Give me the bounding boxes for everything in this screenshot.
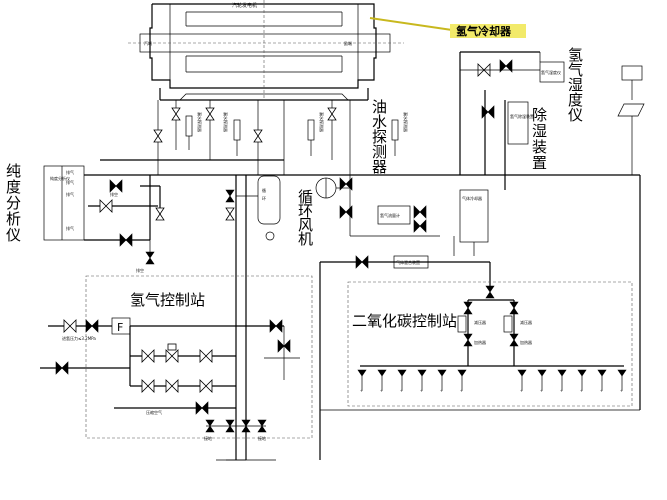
svg-text:+: + bbox=[460, 388, 463, 393]
hydrogen-control-station-label: 氢气控制站 bbox=[130, 291, 205, 309]
gas-cooler-label: 气体冷却器 bbox=[462, 195, 482, 201]
co2-control-station-label: 二氧化碳控制站 bbox=[352, 312, 457, 330]
dehumidifier-label: 除湿装置 bbox=[532, 106, 547, 172]
ground-label-1: 接地 bbox=[204, 435, 212, 441]
main-pipes bbox=[84, 51, 641, 410]
leak-detector-2-label: 漏水探测器 bbox=[223, 112, 229, 132]
circulating-fan-label: 循环风机 bbox=[298, 188, 313, 248]
svg-text:排气: 排气 bbox=[66, 169, 74, 175]
co2-bottle-valves: + + + + + + + + + + + + bbox=[357, 369, 627, 393]
hydrogen-cooler-highlight bbox=[450, 24, 526, 38]
heater-label-2: 加热器 bbox=[520, 339, 532, 345]
hydrogen-humidity-meter-label: 氢气湿度仪 bbox=[568, 46, 583, 124]
oil-water-detector-label: 油水探测器 bbox=[372, 98, 387, 176]
leak-detector-4: 漏水探测器 bbox=[391, 112, 409, 156]
leak-detector-3: 漏水探测器 bbox=[307, 112, 325, 156]
svg-text:排气: 排气 bbox=[66, 179, 74, 185]
svg-text:+: + bbox=[360, 388, 363, 393]
reducer-label-2: 减压器 bbox=[520, 319, 532, 325]
svg-text:循: 循 bbox=[262, 187, 266, 193]
generator: 汽轮发电机 汽端 励端 bbox=[128, 0, 404, 101]
gas-mixer-label: 气体混合装置 bbox=[396, 259, 420, 265]
svg-text:+: + bbox=[540, 388, 543, 393]
heater-label-1: 加热器 bbox=[474, 339, 486, 345]
leak-detector-1-label: 漏水探测器 bbox=[197, 112, 203, 132]
humidity-dehumidifier: 氢气湿度仪 氢气除湿装置 氢气湿度仪 除湿装置 bbox=[460, 46, 645, 175]
vent-label-2: 排空 bbox=[110, 191, 118, 197]
svg-text:+: + bbox=[620, 388, 623, 393]
circulating-fan: 循 环 循环风机 bbox=[225, 160, 440, 460]
drain-lines bbox=[153, 100, 351, 175]
pressure-note: 进氢压力≤3.2MPa bbox=[62, 335, 96, 341]
hydrogen-cooler-callout: 氢气冷却器 bbox=[369, 17, 526, 38]
svg-text:排气: 排气 bbox=[66, 225, 74, 231]
leak-detectors: 漏水探测器 漏水探测器 漏水探测器 漏水探测器 bbox=[185, 112, 409, 156]
hydrogen-flow-label: 氢气流量计 bbox=[380, 212, 400, 218]
generator-title: 汽轮发电机 bbox=[232, 2, 257, 9]
co2-control-station: 二氧化碳控制站 减压器 减压器 加热器 加热器 + + + + + + + + … bbox=[347, 281, 633, 407]
svg-text:+: + bbox=[440, 388, 443, 393]
svg-text:排气: 排气 bbox=[66, 191, 74, 197]
leak-detector-1: 漏水探测器 bbox=[185, 112, 203, 150]
svg-text:+: + bbox=[420, 388, 423, 393]
purity-analyzer: 纯度分析仪 纯度分析仪 排气 排气 排气 排气 排空 排空 bbox=[6, 162, 165, 273]
f-box-label: F bbox=[117, 321, 123, 334]
gas-cooler-area: 氢气流量计 气体冷却器 气体混合装置 bbox=[319, 189, 495, 460]
svg-text:+: + bbox=[600, 388, 603, 393]
reducer-label-1: 减压器 bbox=[474, 319, 486, 325]
hydrogen-cooler-label: 氢气冷却器 bbox=[456, 24, 512, 38]
svg-text:+: + bbox=[580, 388, 583, 393]
generator-right-end: 励端 bbox=[344, 40, 352, 46]
leak-detector-3-label: 漏水探测器 bbox=[319, 112, 325, 132]
purity-analyzer-label: 纯度分析仪 bbox=[6, 162, 21, 244]
ground-label-2: 接地 bbox=[258, 435, 266, 441]
purity-box-label: 纯度分析仪 bbox=[50, 175, 70, 181]
humidity-box-label: 氢气湿度仪 bbox=[541, 69, 561, 75]
dehumid-box-label: 氢气除湿装置 bbox=[510, 113, 534, 119]
generator-left-end: 汽端 bbox=[144, 40, 152, 46]
svg-text:+: + bbox=[560, 388, 563, 393]
svg-text:+: + bbox=[380, 388, 383, 393]
leak-detector-4-label: 漏水探测器 bbox=[403, 112, 409, 132]
vent-label-1: 排空 bbox=[136, 267, 144, 273]
svg-text:+: + bbox=[400, 388, 403, 393]
svg-text:环: 环 bbox=[262, 196, 266, 201]
hydrogen-control-station: 氢气控制站 F 进氢压力≤3.2MPa 压缩空气 bbox=[40, 275, 313, 461]
leak-detector-2: 漏水探测器 bbox=[223, 112, 241, 156]
svg-text:+: + bbox=[520, 388, 523, 393]
compressed-air-label: 压缩空气 bbox=[146, 409, 162, 415]
